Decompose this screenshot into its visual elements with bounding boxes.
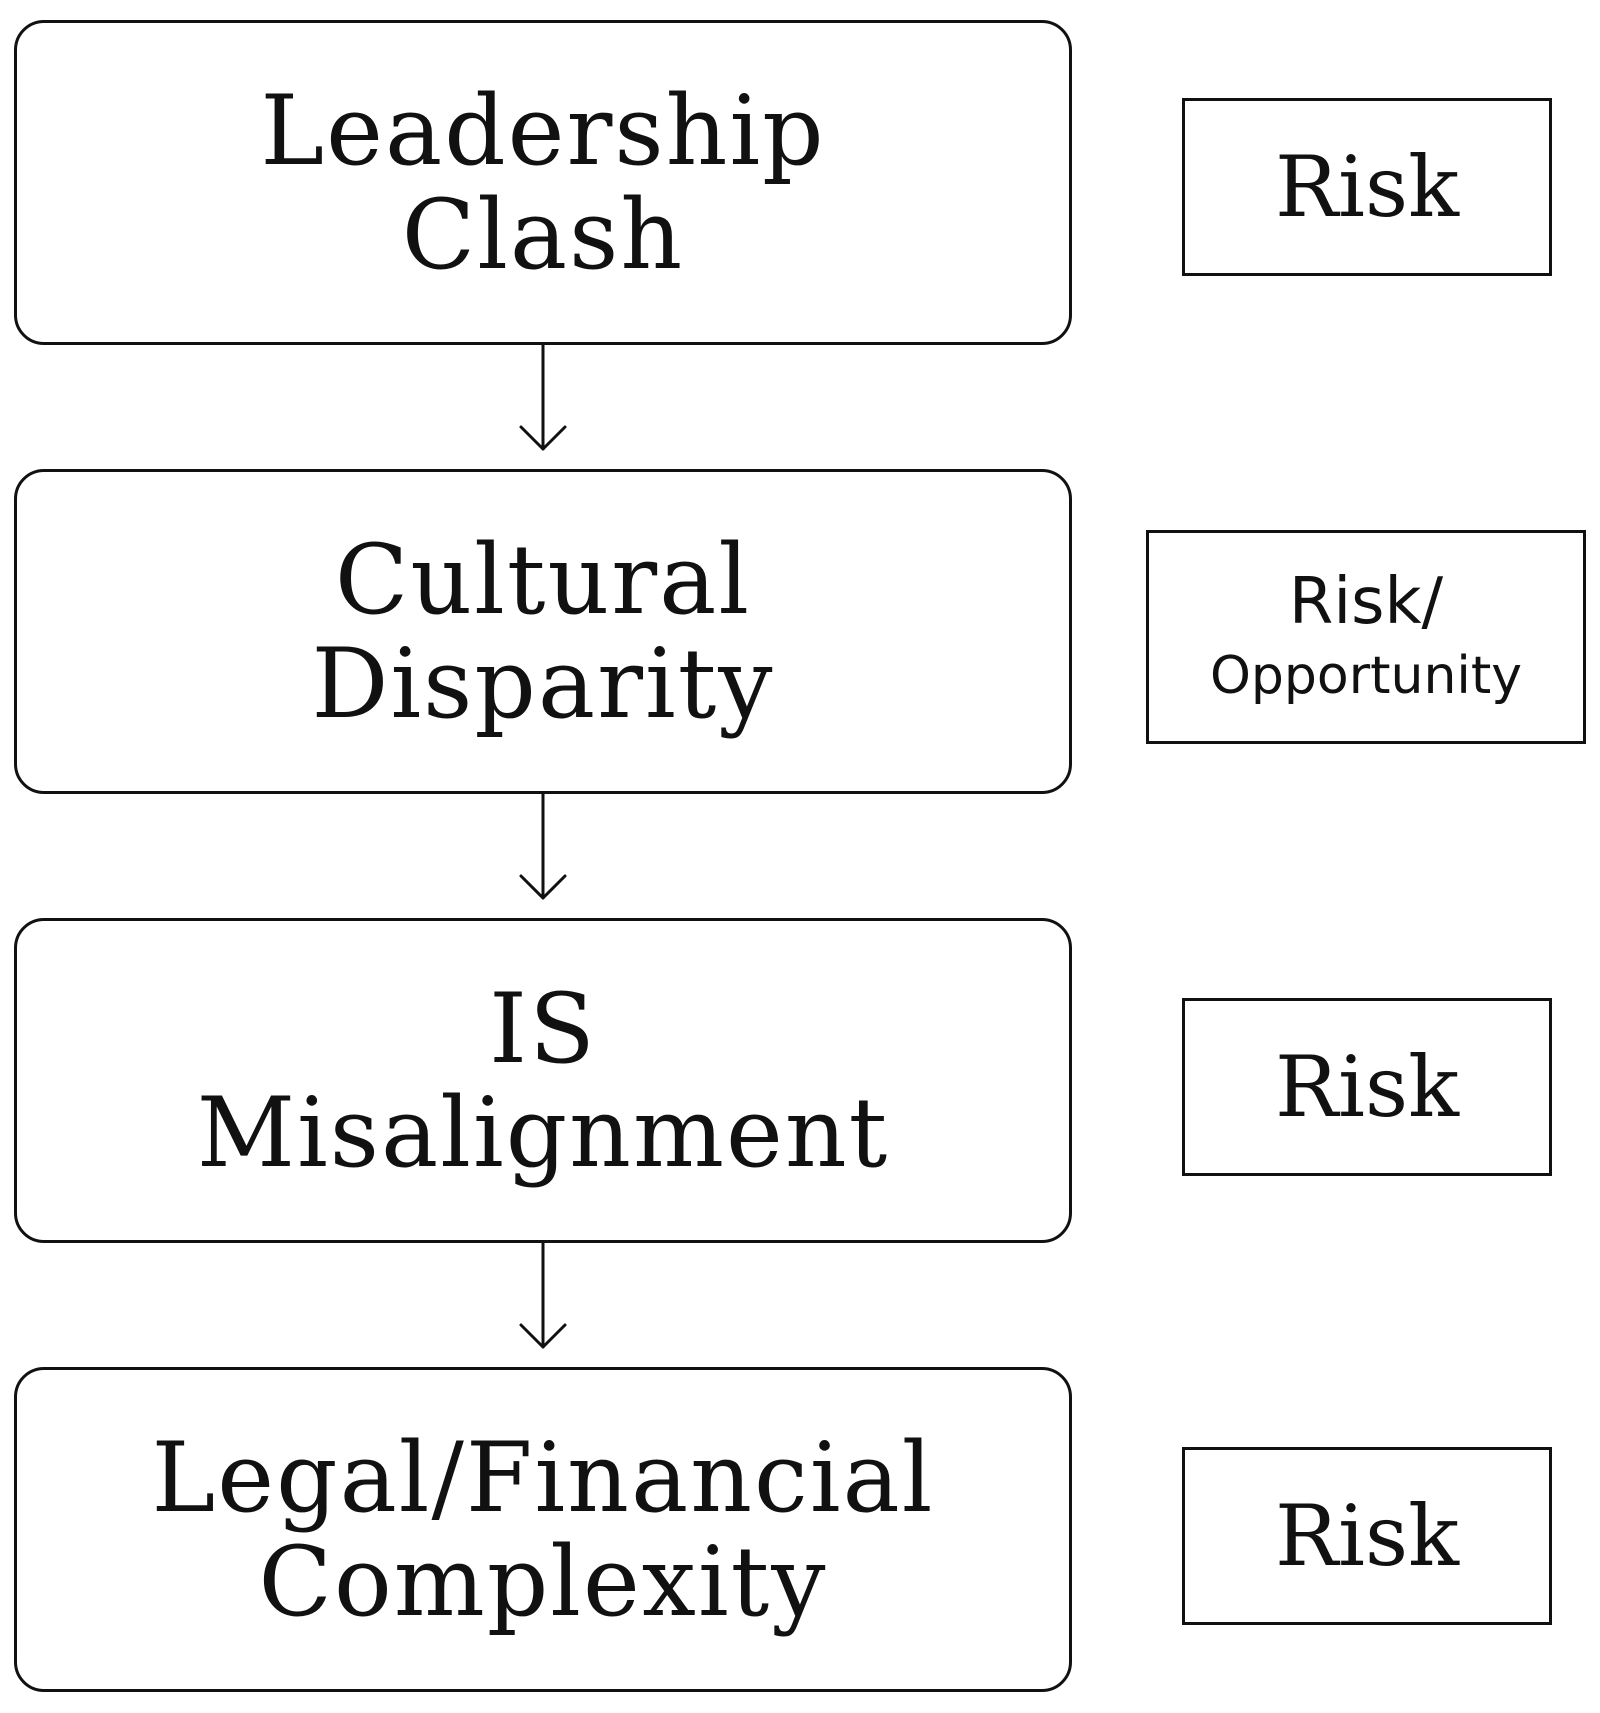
tag-label: Risk bbox=[1274, 138, 1460, 236]
arrow-down-icon bbox=[519, 343, 567, 451]
step-box-cultural-disparity: Cultural Disparity bbox=[14, 469, 1072, 794]
step-label-line1: Leadership bbox=[260, 74, 826, 187]
step-box-leadership-clash: Leadership Clash bbox=[14, 20, 1072, 345]
step-label-line1: Cultural bbox=[334, 523, 752, 636]
risk-tag: Risk bbox=[1182, 998, 1552, 1176]
tag-label: Risk/ bbox=[1288, 565, 1444, 639]
tag-label: Risk bbox=[1274, 1038, 1460, 1136]
arrow-down-icon bbox=[519, 1241, 567, 1349]
step-label-line1: IS bbox=[489, 972, 597, 1085]
arrow-down-icon bbox=[519, 792, 567, 900]
tag-sublabel: Opportunity bbox=[1209, 646, 1523, 706]
risk-opportunity-tag: Risk/ Opportunity bbox=[1146, 530, 1586, 744]
step-label-line1: Legal/Financial bbox=[151, 1421, 935, 1534]
step-label-line2: Disparity bbox=[311, 627, 775, 740]
step-label-line2: Misalignment bbox=[196, 1076, 890, 1189]
step-box-legal-financial-complexity: Legal/Financial Complexity bbox=[14, 1367, 1072, 1692]
risk-tag: Risk bbox=[1182, 98, 1552, 276]
tag-label: Risk bbox=[1274, 1487, 1460, 1585]
step-label-line2: Complexity bbox=[258, 1525, 828, 1638]
risk-tag: Risk bbox=[1182, 1447, 1552, 1625]
step-label-line2: Clash bbox=[401, 178, 685, 291]
